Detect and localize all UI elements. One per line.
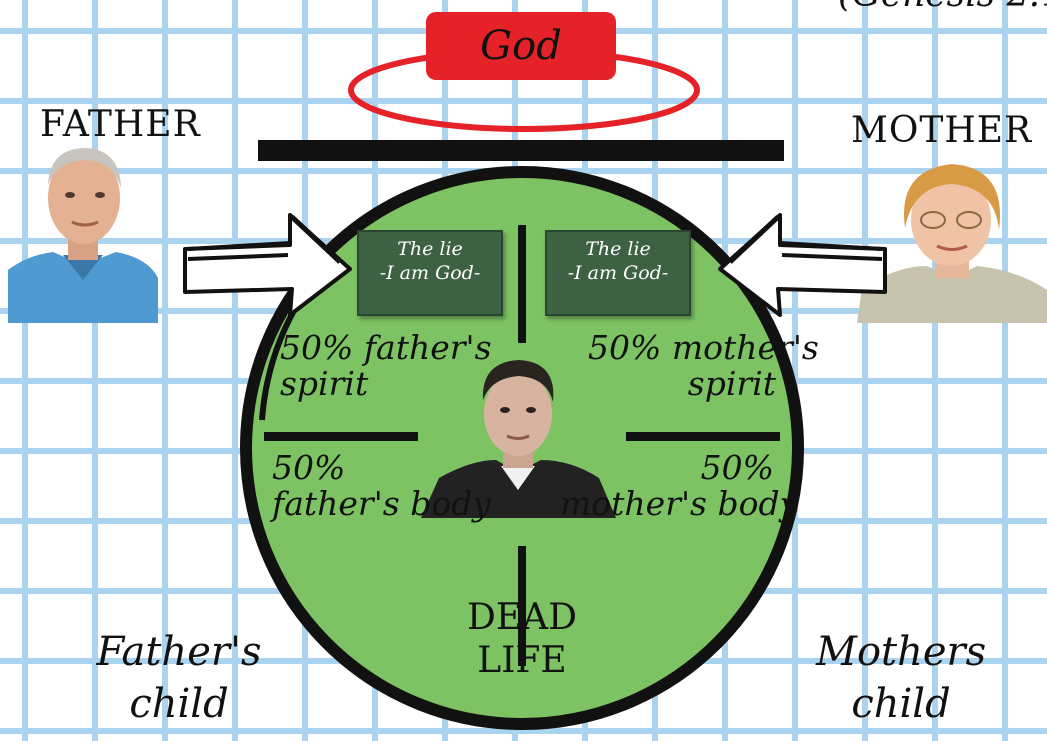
mother-body-label: 50% mother's body bbox=[560, 448, 799, 524]
lie-box-right-line1: The lie bbox=[585, 238, 651, 260]
lie-box-right: The lie -I am God- bbox=[545, 230, 691, 316]
mother-body-line1: 50% bbox=[700, 448, 774, 487]
mother-spirit-line1: 50% mother's bbox=[588, 328, 819, 367]
lie-box-left: The lie -I am God- bbox=[357, 230, 503, 316]
lie-box-left-line1: The lie bbox=[397, 238, 463, 260]
dead-life-label: DEAD LIFE bbox=[462, 596, 582, 682]
father-spirit-label: 50% father's spirit bbox=[280, 328, 492, 404]
fathers-child-line1: Father's bbox=[96, 629, 262, 675]
life-line: LIFE bbox=[477, 640, 567, 682]
god-label: God bbox=[426, 12, 616, 80]
god-separator-bar bbox=[258, 140, 784, 161]
father-spirit-line1: 50% father's bbox=[280, 328, 492, 367]
lie-box-left-line2: -I am God- bbox=[379, 261, 481, 284]
mothers-child-line1: Mothers bbox=[816, 629, 987, 675]
mothers-child-line2: child bbox=[851, 681, 951, 727]
father-portrait bbox=[8, 148, 158, 323]
father-body-line2: father's body bbox=[272, 484, 491, 524]
child-portrait bbox=[421, 360, 616, 518]
fathers-child-label: Father's child bbox=[94, 626, 264, 730]
mother-spirit-line2: spirit bbox=[687, 364, 776, 404]
mothers-child-label: Mothers child bbox=[816, 626, 986, 730]
mother-arrow bbox=[718, 213, 887, 317]
father-body-label: 50% father's body bbox=[272, 448, 491, 524]
mother-spirit-label: 50% mother's spirit bbox=[588, 328, 819, 404]
father-title: FATHER bbox=[40, 104, 201, 145]
dead-line: DEAD bbox=[466, 597, 577, 638]
mother-portrait bbox=[857, 164, 1047, 323]
mother-body-line2: mother's body bbox=[560, 484, 799, 524]
father-spirit-line2: spirit bbox=[280, 364, 369, 404]
top-right-partial-text: (Genesis 2:1) bbox=[838, 0, 1047, 15]
father-arrow bbox=[183, 213, 352, 317]
fathers-child-line2: child bbox=[129, 681, 229, 727]
father-body-line1: 50% bbox=[272, 448, 346, 487]
mother-title: MOTHER bbox=[851, 110, 1033, 151]
lie-box-right-line2: -I am God- bbox=[567, 261, 669, 284]
